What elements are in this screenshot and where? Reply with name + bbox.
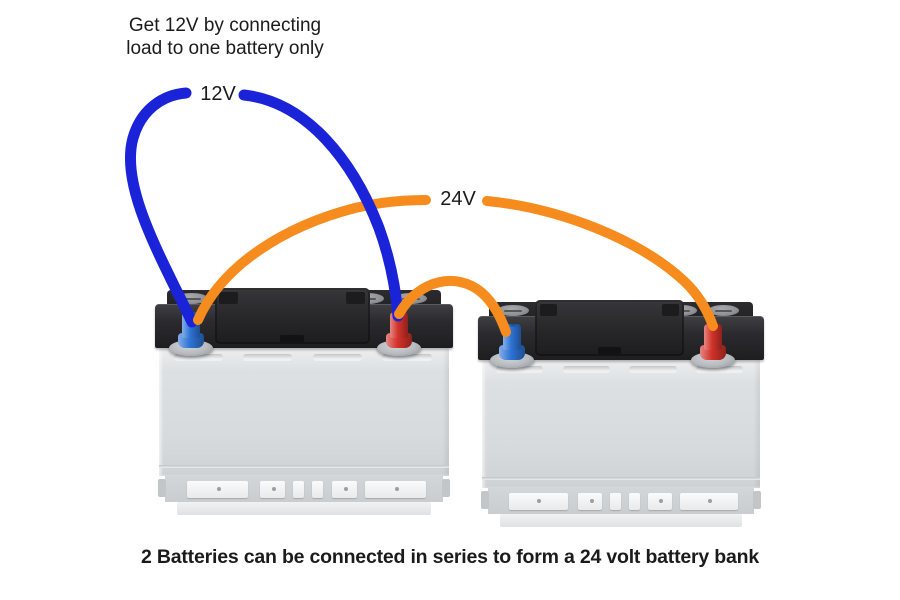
wire-24v-right-segment xyxy=(482,196,718,331)
base-side-tab xyxy=(753,491,761,509)
terminal-post xyxy=(703,324,722,350)
cover-tab xyxy=(219,292,238,304)
note-text: Get 12V by connecting load to one batter… xyxy=(103,14,347,60)
battery-top-cover xyxy=(214,288,370,344)
battery-2 xyxy=(478,298,764,528)
battery-1-positive-terminal xyxy=(375,296,423,356)
cover-tab xyxy=(661,304,680,316)
wire-12v-left-segment xyxy=(124,87,198,328)
battery-bottom-lip xyxy=(177,502,431,515)
wire-label-24v: 24V xyxy=(440,188,476,210)
wire-24v-left-segment xyxy=(193,195,431,325)
battery-foot xyxy=(187,481,249,498)
battery-bottom-lip xyxy=(500,514,742,527)
wire-label-12v: 12V xyxy=(200,83,236,105)
body-slot xyxy=(173,354,223,361)
body-slot xyxy=(629,366,677,373)
battery-foot xyxy=(647,493,672,510)
body-slot xyxy=(495,366,544,373)
vent-cap xyxy=(497,305,529,316)
battery-top-cover xyxy=(535,300,684,356)
body-slot xyxy=(312,354,362,361)
note-line-1: Get 12V by connecting xyxy=(128,15,322,36)
cover-notch xyxy=(597,347,622,354)
base-side-tab xyxy=(442,479,450,497)
body-slot xyxy=(382,354,432,361)
body-slot xyxy=(243,354,293,361)
cover-tab xyxy=(539,304,558,316)
note-line-2: load to one battery only xyxy=(126,38,324,59)
battery-foot xyxy=(292,481,304,498)
battery-foot xyxy=(365,481,427,498)
battery-foot xyxy=(628,493,640,510)
cover-notch xyxy=(279,335,305,342)
vent-cap xyxy=(175,293,209,304)
body-seam xyxy=(159,465,449,468)
base-side-tab xyxy=(481,491,489,509)
vent-cap xyxy=(707,305,740,316)
battery-foot xyxy=(312,481,324,498)
battery-body xyxy=(159,348,449,476)
wire-12v-right-segment xyxy=(238,89,404,322)
battery-foot xyxy=(509,493,568,510)
battery-foot xyxy=(331,481,357,498)
battery-foot xyxy=(679,493,739,510)
base-side-tab xyxy=(158,479,166,497)
battery-body xyxy=(482,360,760,488)
battery-foot xyxy=(578,493,603,510)
battery-1-negative-terminal xyxy=(167,296,215,356)
body-slot xyxy=(562,366,610,373)
wire-series-link xyxy=(394,275,511,337)
battery-foot xyxy=(259,481,285,498)
cover-tab xyxy=(346,292,365,304)
body-slot xyxy=(696,366,744,373)
battery-base xyxy=(481,488,761,514)
battery-base xyxy=(158,476,450,502)
battery-2-positive-terminal xyxy=(689,308,737,368)
battery-foot xyxy=(610,493,621,510)
caption-text: 2 Batteries can be connected in series t… xyxy=(141,546,759,568)
body-seam xyxy=(482,477,760,480)
